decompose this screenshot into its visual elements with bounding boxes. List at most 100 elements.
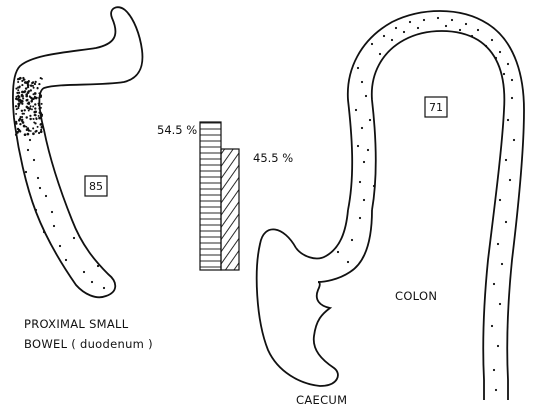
stipple-dot bbox=[32, 118, 34, 120]
stipple-dot bbox=[485, 45, 487, 47]
stipple-dot bbox=[495, 57, 497, 59]
stipple-dot bbox=[21, 110, 23, 112]
stipple-dot bbox=[18, 77, 21, 80]
stipple-dot bbox=[15, 105, 17, 107]
stipple-dot bbox=[41, 126, 44, 129]
stipple-dot bbox=[17, 106, 19, 108]
stipple-dot bbox=[37, 126, 39, 128]
stipple-dot bbox=[38, 115, 40, 117]
stipple-dot bbox=[32, 132, 35, 135]
stipple-dot bbox=[97, 265, 99, 267]
stipple-dot bbox=[21, 84, 23, 86]
stipple-dot bbox=[507, 119, 509, 121]
stipple-dot bbox=[359, 217, 361, 219]
stipple-dot bbox=[367, 149, 369, 151]
stipple-dot bbox=[25, 116, 27, 118]
stipple-dot bbox=[29, 139, 31, 141]
stipple-dot bbox=[103, 287, 105, 289]
stipple-dot bbox=[25, 95, 28, 98]
proximal-label-line2: BOWEL ( duodenum ) bbox=[24, 337, 153, 351]
stipple-dot bbox=[27, 107, 30, 110]
caecum-outline bbox=[257, 229, 338, 386]
stipple-dot bbox=[37, 177, 39, 179]
stipple-dot bbox=[437, 17, 439, 19]
stipple-dot bbox=[17, 89, 19, 91]
stipple-dot bbox=[38, 104, 40, 106]
stipple-dot bbox=[25, 87, 27, 89]
stipple-dot bbox=[36, 97, 38, 99]
stipple-dot bbox=[355, 109, 357, 111]
stipple-dot bbox=[351, 239, 353, 241]
stipple-dot bbox=[25, 126, 27, 128]
stipple-dot bbox=[37, 87, 39, 89]
stipple-dot bbox=[28, 103, 30, 105]
stipple-dot bbox=[373, 185, 375, 187]
stipple-dot bbox=[15, 113, 17, 115]
stipple-dot bbox=[32, 127, 34, 129]
stipple-dot bbox=[25, 171, 27, 173]
stipple-dot bbox=[423, 19, 425, 21]
stipple-dot bbox=[451, 19, 453, 21]
stipple-dot bbox=[19, 123, 21, 125]
stipple-dot bbox=[24, 133, 27, 136]
stipple-dot bbox=[35, 209, 37, 211]
stipple-dot bbox=[33, 159, 35, 161]
stipple-dot bbox=[361, 127, 363, 129]
stipple-dot bbox=[73, 237, 75, 239]
stipple-dot bbox=[25, 99, 28, 102]
stipple-dot bbox=[505, 159, 507, 161]
stipple-dot bbox=[18, 96, 20, 98]
colon-dots bbox=[337, 17, 515, 391]
ascending-colon-inner bbox=[318, 210, 372, 282]
stipple-dot bbox=[403, 31, 405, 33]
stipple-dot bbox=[24, 109, 26, 111]
stipple-dot bbox=[41, 103, 43, 105]
stipple-dot bbox=[505, 221, 507, 223]
colon-outline-outer bbox=[348, 11, 524, 400]
stipple-dot bbox=[18, 119, 21, 122]
stipple-dot bbox=[51, 211, 53, 213]
stipple-dot bbox=[32, 97, 35, 100]
stipple-dot bbox=[511, 79, 513, 81]
stipple-dot bbox=[21, 100, 23, 102]
stipple-dot bbox=[34, 130, 36, 132]
caecum-label: CAECUM bbox=[296, 393, 347, 407]
stipple-dot bbox=[361, 81, 363, 83]
stipple-dot bbox=[27, 86, 29, 88]
stipple-dot bbox=[34, 111, 37, 114]
stipple-dot bbox=[29, 118, 31, 120]
stipple-dot bbox=[17, 81, 19, 83]
stipple-dot bbox=[499, 199, 501, 201]
stipple-dot bbox=[503, 73, 505, 75]
stipple-dot bbox=[34, 114, 36, 116]
stipple-dot bbox=[497, 243, 499, 245]
stipple-dot bbox=[38, 92, 40, 94]
bar-right bbox=[221, 149, 239, 270]
stipple-dot bbox=[491, 325, 493, 327]
stipple-dot bbox=[15, 88, 17, 90]
stipple-dot bbox=[15, 122, 17, 124]
stipple-dot bbox=[30, 84, 33, 87]
stipple-dot bbox=[38, 83, 40, 85]
stipple-dot bbox=[27, 127, 29, 129]
stipple-dot bbox=[365, 95, 367, 97]
stipple-dot bbox=[499, 303, 501, 305]
stipple-dot bbox=[40, 129, 42, 131]
stipple-dot bbox=[38, 117, 41, 120]
stipple-dot bbox=[45, 195, 47, 197]
stipple-dot bbox=[19, 85, 21, 87]
stipple-dot bbox=[395, 27, 397, 29]
stipple-dot bbox=[21, 95, 24, 98]
stipple-dot bbox=[497, 345, 499, 347]
stipple-dot bbox=[509, 179, 511, 181]
stipple-dot bbox=[459, 29, 461, 31]
stipple-dot bbox=[39, 94, 42, 97]
stipple-dot bbox=[491, 39, 493, 41]
stipple-dot bbox=[17, 103, 19, 105]
stipple-dot bbox=[357, 67, 359, 69]
stipple-dot bbox=[34, 103, 36, 105]
stipple-dot bbox=[501, 263, 503, 265]
stipple-dot bbox=[30, 105, 32, 107]
